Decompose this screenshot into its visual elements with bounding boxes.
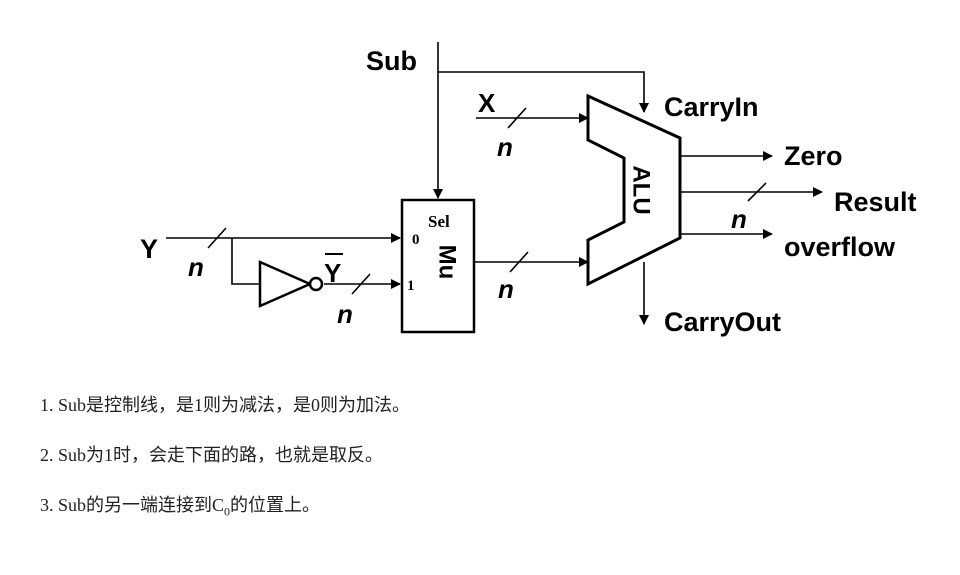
y-label: Y bbox=[140, 234, 158, 264]
note-1-number: 1. bbox=[40, 395, 54, 415]
note-3-subscript: 0 bbox=[224, 504, 231, 519]
note-2: 2. Sub为1时，会走下面的路，也就是取反。 bbox=[40, 442, 410, 492]
y-wires bbox=[166, 227, 401, 295]
alu-output-wires bbox=[639, 151, 823, 325]
result-width-label: n bbox=[731, 204, 747, 234]
sub-label: Sub bbox=[366, 46, 417, 76]
mux-input-0-label: 0 bbox=[412, 232, 420, 248]
alu-subtractor-diagram: Sub X n ALU CarryIn Zero Result n overfl… bbox=[140, 42, 917, 337]
mux-output-width-label: n bbox=[498, 274, 514, 304]
x-wire bbox=[476, 107, 589, 129]
y-bar-width-label: n bbox=[337, 299, 353, 329]
y-width-label: n bbox=[188, 252, 204, 282]
carry-in-label: CarryIn bbox=[664, 92, 759, 122]
note-3-text: Sub的另一端连接到C0的位置上。 bbox=[58, 495, 321, 519]
mux-sel-label: Sel bbox=[428, 212, 450, 231]
alu-label: ALU bbox=[628, 165, 655, 214]
carry-out-label: CarryOut bbox=[664, 307, 781, 337]
y-bar-label: Y bbox=[324, 258, 341, 288]
note-2-number: 2. bbox=[40, 445, 54, 465]
note-3-text-pre: Sub的另一端连接到C bbox=[58, 495, 225, 515]
zero-label: Zero bbox=[784, 141, 843, 171]
note-3-number: 3. bbox=[40, 495, 54, 515]
sub-wires bbox=[433, 42, 649, 199]
mux-output-wire bbox=[474, 251, 589, 273]
note-1: 1. Sub是控制线，是1则为减法，是0则为加法。 bbox=[40, 392, 410, 442]
result-label: Result bbox=[834, 187, 917, 217]
x-label: X bbox=[478, 88, 496, 118]
mux-input-1-label: 1 bbox=[407, 278, 415, 294]
note-2-text: Sub为1时，会走下面的路，也就是取反。 bbox=[58, 445, 384, 465]
note-3: 3. Sub的另一端连接到C0的位置上。 bbox=[40, 492, 410, 542]
note-3-text-post: 的位置上。 bbox=[230, 495, 321, 515]
mux-label: Mu bbox=[434, 245, 461, 280]
notes-list: 1. Sub是控制线，是1则为减法，是0则为加法。 2. Sub为1时，会走下面… bbox=[40, 392, 410, 542]
note-1-text: Sub是控制线，是1则为减法，是0则为加法。 bbox=[58, 395, 411, 415]
inverter-gate bbox=[258, 260, 324, 308]
x-width-label: n bbox=[497, 132, 513, 162]
mux-block bbox=[400, 198, 476, 334]
alu-block bbox=[586, 93, 682, 287]
overflow-label: overflow bbox=[784, 232, 896, 262]
